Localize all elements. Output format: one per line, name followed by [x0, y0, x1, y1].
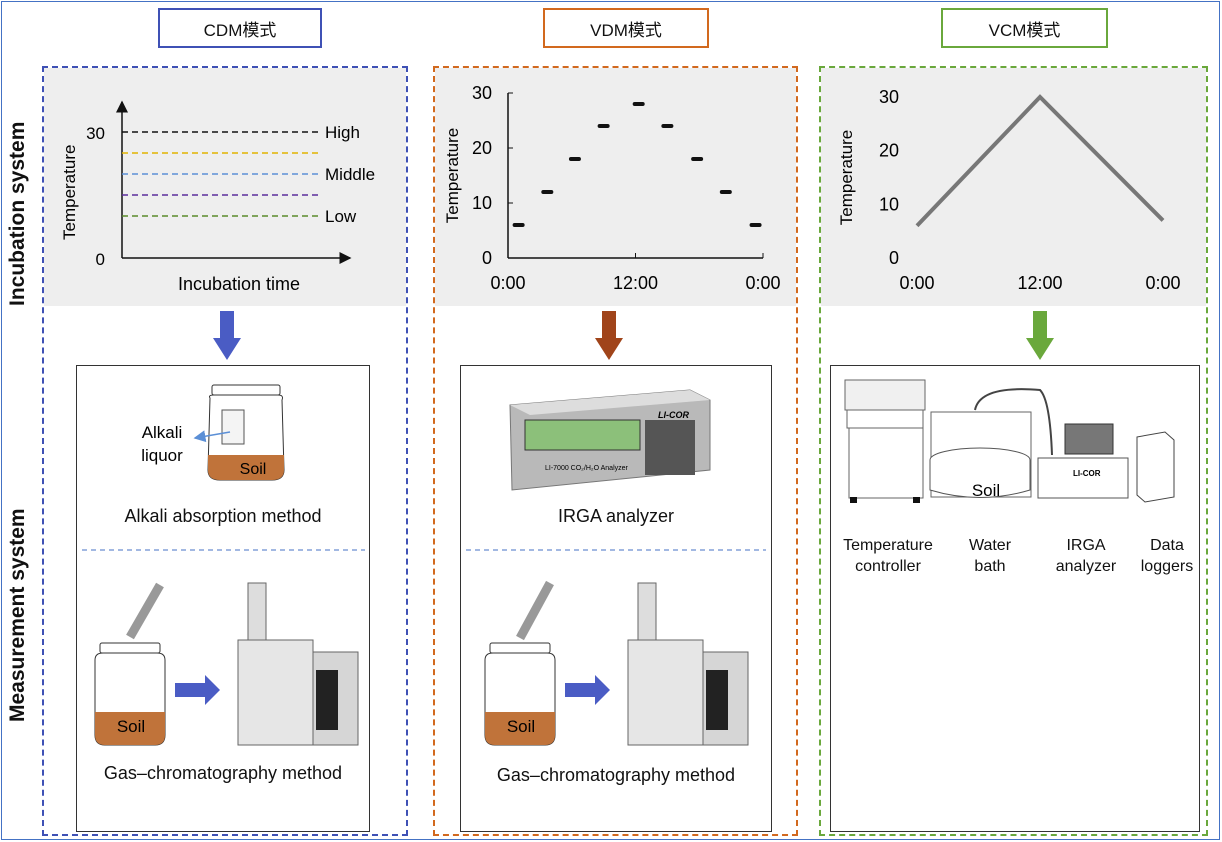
x-tick-label: 0:00	[490, 273, 525, 293]
gc-autosampler	[247, 582, 267, 644]
y-tick-label: 30	[472, 83, 492, 103]
cdm-level-label: Middle	[325, 165, 375, 184]
x-tick-label: 12:00	[613, 273, 658, 293]
device-caption-line: analyzer	[1055, 558, 1117, 575]
data-marker	[568, 157, 581, 161]
jar-lid	[489, 642, 551, 654]
y-axis-label: Temperature	[443, 128, 462, 223]
alkali-method-caption: Alkali absorption method	[124, 506, 322, 526]
device-caption-line: controller	[855, 558, 921, 575]
device-caption-line: loggers	[1140, 558, 1194, 575]
liquor-label: liquor	[141, 446, 183, 465]
cdm-ylabel: Temperature	[60, 145, 79, 240]
y-axis-label: Temperature	[837, 130, 856, 225]
x-tick-label: 0:00	[745, 273, 780, 293]
irga-analyzer-small-icon: LI-COR	[1037, 423, 1129, 499]
cdm-column	[42, 66, 408, 836]
y-tick-label: 10	[472, 193, 492, 213]
water-bath-soil-label: Soil	[972, 481, 1000, 500]
gc-autosampler	[637, 582, 657, 644]
syringe-icon	[516, 580, 554, 641]
soil-label: Soil	[117, 717, 145, 736]
x-tick-label: 0:00	[1145, 273, 1180, 293]
data-marker	[541, 190, 554, 194]
cdm-mode-title: CDM模式	[158, 8, 322, 48]
y-tick-label: 0	[482, 248, 492, 268]
data-marker	[512, 223, 525, 227]
cdm-level-label: High	[325, 123, 360, 142]
device-caption: Temperature controller	[828, 535, 948, 577]
data-marker	[719, 190, 732, 194]
licor-brand: LI-COR	[658, 410, 689, 420]
vdm-chart: 0 10 20 30 0:00 12:00 0:00 Temperature	[443, 83, 781, 293]
vdm-down-arrow	[595, 311, 623, 360]
data-logger-icon	[1136, 431, 1175, 503]
temperature-controller-icon	[844, 379, 926, 503]
jar-lid	[99, 642, 161, 654]
right-arrow-icon	[565, 675, 610, 705]
device-caption: Data loggers	[1107, 535, 1222, 577]
cdm-level-label: Low	[325, 207, 357, 226]
gc-instrument-icon	[627, 639, 704, 746]
soil-layer	[95, 712, 165, 745]
alkali-label: Alkali	[142, 423, 183, 442]
vdm-column	[433, 66, 798, 836]
cdm-gc-method-caption: Gas–chromatography method	[103, 763, 343, 783]
soil-label: Soil	[507, 717, 535, 736]
vcm-chart: 0 10 20 30 0:00 12:00 0:00 Temperature	[837, 87, 1181, 293]
water-bath-icon	[929, 388, 1053, 498]
y-tick-label: 0	[889, 248, 899, 268]
device-caption-line: Data	[1150, 537, 1184, 554]
device-caption-line: IRGA	[1066, 537, 1106, 554]
vdm-mode-title: VDM模式	[543, 8, 709, 48]
data-marker	[661, 124, 674, 128]
device-caption-line: Water	[968, 537, 1012, 554]
data-marker	[597, 124, 610, 128]
gc-keypad	[316, 670, 338, 730]
cdm-down-arrow	[213, 311, 241, 360]
device-caption-line: bath	[974, 558, 1006, 575]
gc-setup: Soil	[484, 580, 749, 746]
vdm-gc-method-caption: Gas–chromatography method	[496, 765, 736, 785]
device-caption-line: Temperature	[843, 537, 933, 554]
cdm-ytick: 30	[86, 124, 105, 143]
gc-keypad	[706, 670, 728, 730]
cdm-xlabel: Incubation time	[178, 274, 300, 294]
licor-model: LI-7000 CO₂/H₂O Analyzer	[545, 465, 629, 472]
syringe-icon	[126, 582, 164, 640]
y-tick-label: 10	[879, 194, 899, 214]
device-caption: Water bath	[930, 535, 1050, 577]
vcm-licor-brand: LI-COR	[1073, 469, 1101, 478]
irga-analyzer-icon: LI-COR LI-7000 CO₂/H₂O Analyzer	[509, 389, 711, 491]
cdm-chart: 30 0 Temperature Incubation time HighMid…	[60, 100, 375, 294]
y-tick-label: 20	[472, 138, 492, 158]
gc-setup: Soil	[94, 582, 359, 746]
x-tick-label: 0:00	[899, 273, 934, 293]
vcm-mode-title: VCM模式	[941, 8, 1108, 48]
alkali-jar-icon	[193, 384, 285, 481]
y-tick-label: 20	[879, 141, 899, 161]
data-marker	[749, 223, 762, 227]
vcm-down-arrow	[1026, 311, 1054, 360]
data-marker	[632, 102, 645, 106]
right-arrow-icon	[175, 675, 220, 705]
y-tick-label: 30	[879, 87, 899, 107]
x-tick-label: 12:00	[1017, 273, 1062, 293]
alkali-soil-label: Soil	[240, 461, 267, 478]
device-caption: IRGA analyzer	[1026, 535, 1146, 577]
irga-caption: IRGA analyzer	[557, 506, 675, 526]
data-marker	[691, 157, 704, 161]
vcm-column	[819, 66, 1208, 836]
cdm-ytick: 0	[96, 250, 105, 269]
data-line	[915, 94, 1165, 228]
soil-layer	[485, 712, 555, 745]
gc-instrument-icon	[237, 639, 314, 746]
